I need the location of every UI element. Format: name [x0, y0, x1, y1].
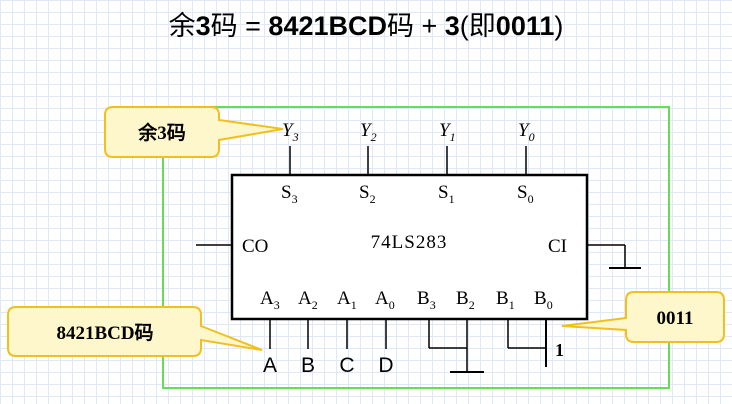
pin-label-b0: B0 [534, 288, 553, 312]
pin-label-a0: A0 [375, 288, 395, 312]
pin-label-s0: S0 [517, 182, 534, 206]
svg-text:0011: 0011 [657, 308, 694, 329]
chip-name: 74LS283 [371, 232, 448, 253]
output-label-y2: Y2 [360, 120, 377, 144]
chip-74ls283 [230, 173, 589, 321]
pin-label-a3: A3 [260, 288, 280, 312]
pin-label-b2: B2 [456, 288, 475, 312]
pin-label-s2: S2 [359, 182, 376, 206]
input-label-a: A [263, 354, 277, 377]
input-label-c: C [339, 354, 354, 377]
svg-text:余3码: 余3码 [137, 121, 186, 144]
output-label-y3: Y3 [282, 120, 299, 144]
pin-label-b3: B3 [417, 288, 436, 312]
b3-b2-ground-wiring [428, 319, 484, 373]
output-label-y0: Y0 [518, 120, 535, 144]
b1-b0-high-wiring [507, 319, 547, 367]
callout-output-code: 余3码 [104, 106, 284, 158]
svg-text:8421BCD码: 8421BCD码 [56, 323, 153, 344]
pin-label-b1: B1 [496, 288, 515, 312]
pin-label-s3: S3 [281, 182, 298, 206]
pin-label-a2: A2 [298, 288, 318, 312]
diagram-frame [162, 106, 670, 389]
callout-constant: 0011 [561, 291, 725, 343]
a-input-pin-lines [269, 319, 387, 349]
output-pin-lines [289, 146, 527, 175]
pin-label-a1: A1 [337, 288, 357, 312]
output-label-y1: Y1 [439, 120, 456, 144]
callout-input-code: 8421BCD码 [7, 306, 263, 357]
input-label-b: B [301, 354, 315, 377]
ci-ground-symbol [587, 244, 641, 269]
page-title: 余3码 = 8421BCD码 + 3(即0011) [168, 11, 564, 41]
pin-label-ci: CI [548, 236, 567, 257]
high-level-label: 1 [555, 340, 564, 360]
pin-label-s1: S1 [438, 182, 455, 206]
pin-label-co: CO [242, 236, 268, 257]
input-label-d: D [378, 354, 393, 377]
